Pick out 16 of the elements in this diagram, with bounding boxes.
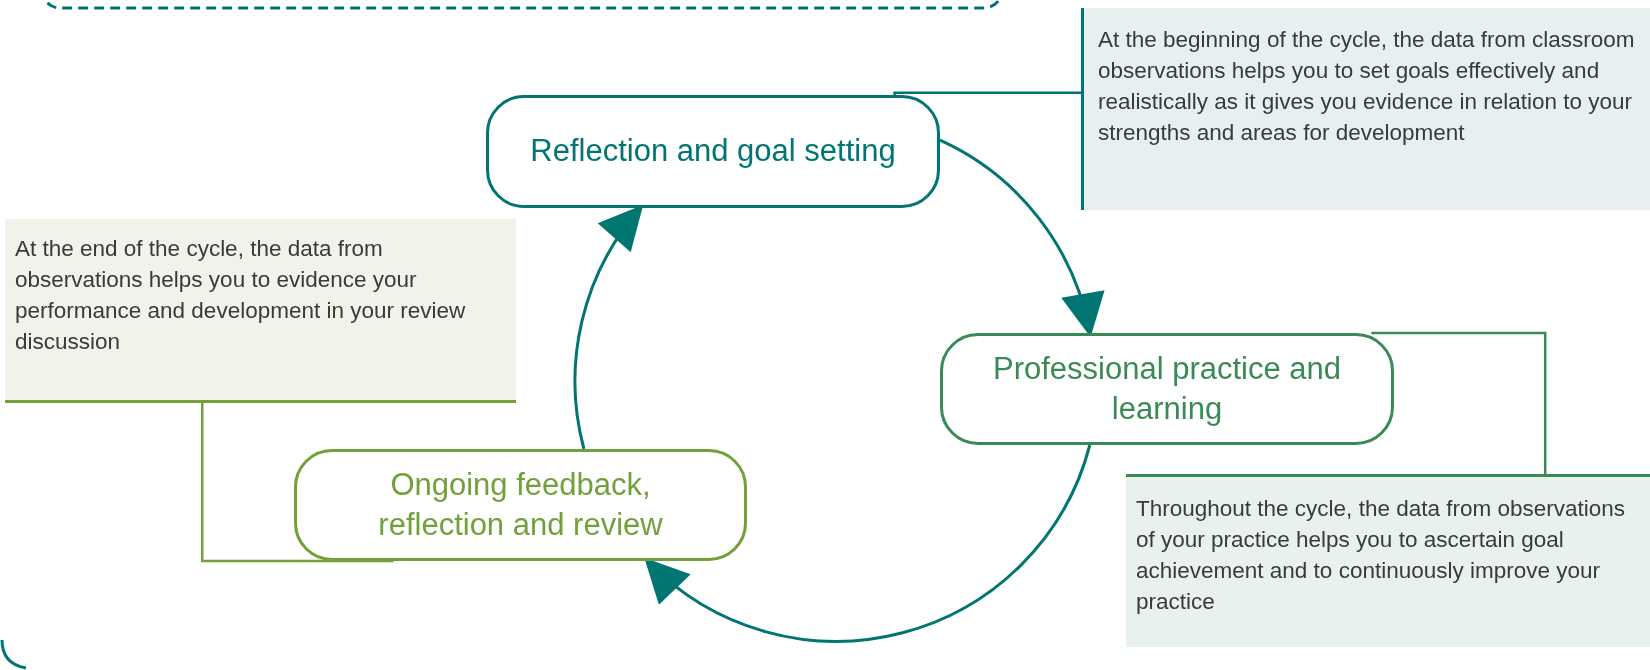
step-label: Professional practice and learning bbox=[991, 349, 1343, 428]
note-text: At the beginning of the cycle, the data from classroom observations helps you to set goals effectively and realistically as it gives you evidence in relation to your strengths and areas for development bbox=[1098, 27, 1635, 146]
step-label: Ongoing feedback, reflection and review bbox=[377, 465, 664, 544]
step-box bbox=[486, 95, 940, 208]
step-box bbox=[940, 333, 1394, 445]
step-label: Reflection and goal setting bbox=[530, 132, 896, 171]
note-text: At the end of the cycle, the data from observations helps you to evidence your performance and development in your review discussion bbox=[15, 236, 466, 355]
note-box bbox=[5, 219, 516, 403]
leader-line bbox=[1371, 331, 1547, 474]
arrow bbox=[644, 444, 1092, 643]
leader-line bbox=[201, 403, 394, 563]
note-box bbox=[1126, 474, 1650, 647]
note-text: Throughout the cycle, the data from observations of your practice helps you to ascertain goal achievement and to continuously improve your practice bbox=[1136, 496, 1626, 615]
leader-line bbox=[893, 91, 1081, 96]
step-box bbox=[294, 449, 747, 561]
note-box bbox=[1081, 8, 1650, 210]
